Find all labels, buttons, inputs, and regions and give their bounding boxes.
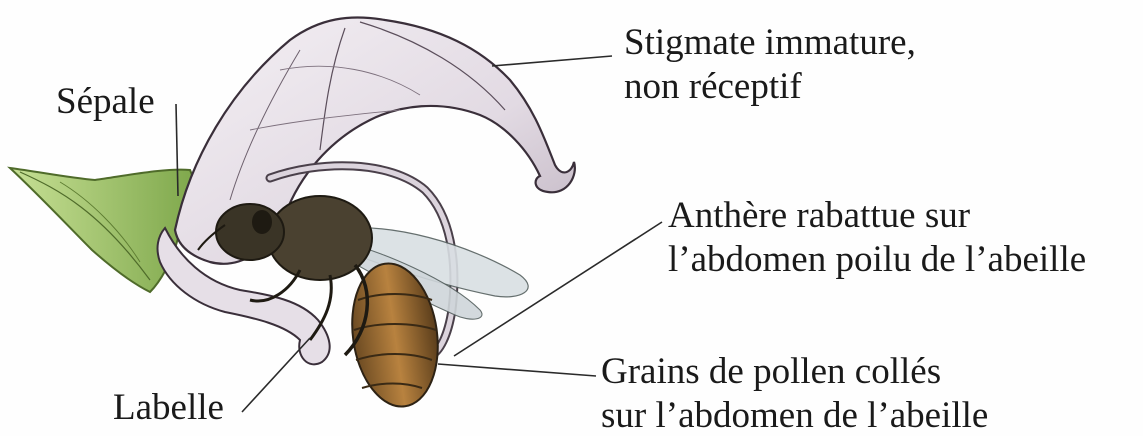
label-grains-line1: Grains de pollen collés: [601, 350, 988, 394]
label-labelle: Labelle: [113, 386, 224, 430]
label-stigmate-line2: non réceptif: [624, 65, 916, 109]
label-sepale: Sépale: [56, 80, 155, 124]
leader-grains: [438, 364, 596, 376]
leader-stigmate: [492, 56, 612, 66]
label-stigmate: Stigmate immature, non réceptif: [624, 21, 916, 109]
label-anthere-line1: Anthère rabattue sur: [668, 194, 1086, 238]
label-sepale-text: Sépale: [56, 80, 155, 124]
label-anthere-line2: l’abdomen poilu de l’abeille: [668, 238, 1086, 282]
label-labelle-text: Labelle: [113, 386, 224, 430]
label-stigmate-line1: Stigmate immature,: [624, 21, 916, 65]
leader-labelle: [242, 338, 310, 412]
label-grains-line2: sur l’abdomen de l’abeille: [601, 394, 988, 436]
label-grains: Grains de pollen collés sur l’abdomen de…: [601, 350, 988, 436]
label-anthere: Anthère rabattue sur l’abdomen poilu de …: [668, 194, 1086, 282]
